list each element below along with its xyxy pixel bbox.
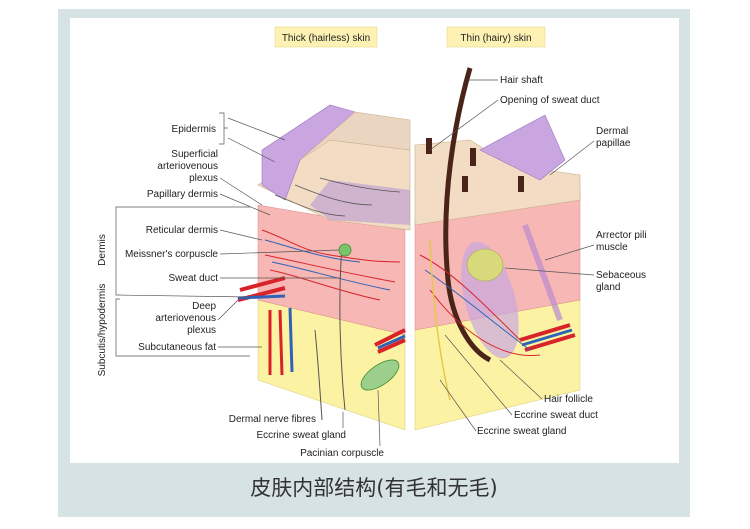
dermal-papillae-flap <box>479 114 566 181</box>
side-brackets: Dermis Subcutis/hypodermis <box>97 206 251 377</box>
thin-skin-block <box>414 67 581 431</box>
thick-skin-block <box>237 104 411 431</box>
label-deep-3: plexus <box>187 325 216 336</box>
label-meissner: Meissner's corpuscle <box>125 249 218 260</box>
left-labels: Epidermis Superficial arteriovenous plex… <box>125 112 384 459</box>
label-subcutis-side: Subcutis/hypodermis <box>97 284 108 377</box>
label-deep-1: Deep <box>192 301 216 312</box>
meissner-corpuscle <box>338 243 352 257</box>
label-hair-shaft: Hair shaft <box>500 75 543 86</box>
label-dermal-papillae-2: papillae <box>596 138 631 149</box>
label-superficial-1: Superficial <box>171 149 218 160</box>
label-subcutaneous-fat: Subcutaneous fat <box>138 342 216 353</box>
label-epidermis: Epidermis <box>172 124 216 135</box>
label-sebaceous-2: gland <box>596 282 620 293</box>
thick-skin-header: Thick (hairless) skin <box>274 26 378 48</box>
sebaceous-gland <box>466 248 504 282</box>
label-hair-follicle: Hair follicle <box>544 394 593 405</box>
label-dermis-side: Dermis <box>97 234 108 266</box>
label-superficial-2: arteriovenous <box>157 161 218 172</box>
right-labels: Hair shaft Opening of sweat duct Dermal … <box>429 75 647 437</box>
label-eccrine-left: Eccrine sweat gland <box>257 430 347 441</box>
thin-skin-header: Thin (hairy) skin <box>446 26 546 48</box>
label-deep-2: arteriovenous <box>155 313 216 324</box>
label-papillary-dermis: Papillary dermis <box>147 189 218 200</box>
label-superficial-3: plexus <box>189 173 218 184</box>
arrector-pili-muscle <box>522 223 563 322</box>
label-reticular-dermis: Reticular dermis <box>146 225 218 236</box>
label-dermal-nerve: Dermal nerve fibres <box>229 414 316 425</box>
label-arrector-2: muscle <box>596 242 628 253</box>
label-pacinian: Pacinian corpuscle <box>300 448 384 459</box>
caption: 皮肤内部结构(有毛和无毛) <box>250 476 498 500</box>
hair-shaft <box>443 67 492 363</box>
label-dermal-papillae-1: Dermal <box>596 126 628 137</box>
label-eccrine-right: Eccrine sweat gland <box>477 426 567 437</box>
pacinian-corpuscle <box>360 359 400 391</box>
thick-skin-header-text: Thick (hairless) skin <box>282 33 370 44</box>
thin-skin-header-text: Thin (hairy) skin <box>460 33 531 44</box>
label-sweat-duct: Sweat duct <box>169 273 219 284</box>
label-arrector-1: Arrector pili <box>596 230 647 241</box>
label-sebaceous-1: Sebaceous <box>596 270 646 281</box>
label-eccrine-duct: Eccrine sweat duct <box>514 410 598 421</box>
label-opening-sweat-duct: Opening of sweat duct <box>500 95 600 106</box>
